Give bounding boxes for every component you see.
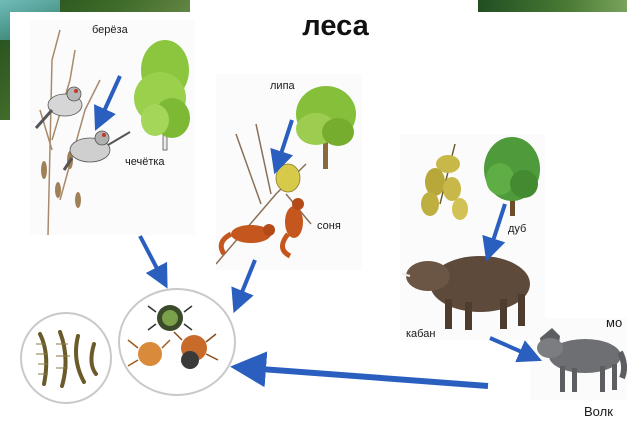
arrow-dormouse-to-decomposers: [238, 260, 255, 302]
arrow-wolf-to-decomposers: [248, 368, 488, 386]
arrow-redpoll-to-decomposers: [140, 236, 162, 278]
arrow-linden-to-dormouse: [278, 120, 292, 163]
arrow-boar-to-wolf: [490, 338, 531, 356]
arrow-oak-to-boar: [490, 204, 505, 250]
arrow-birch-to-redpoll: [100, 76, 120, 120]
